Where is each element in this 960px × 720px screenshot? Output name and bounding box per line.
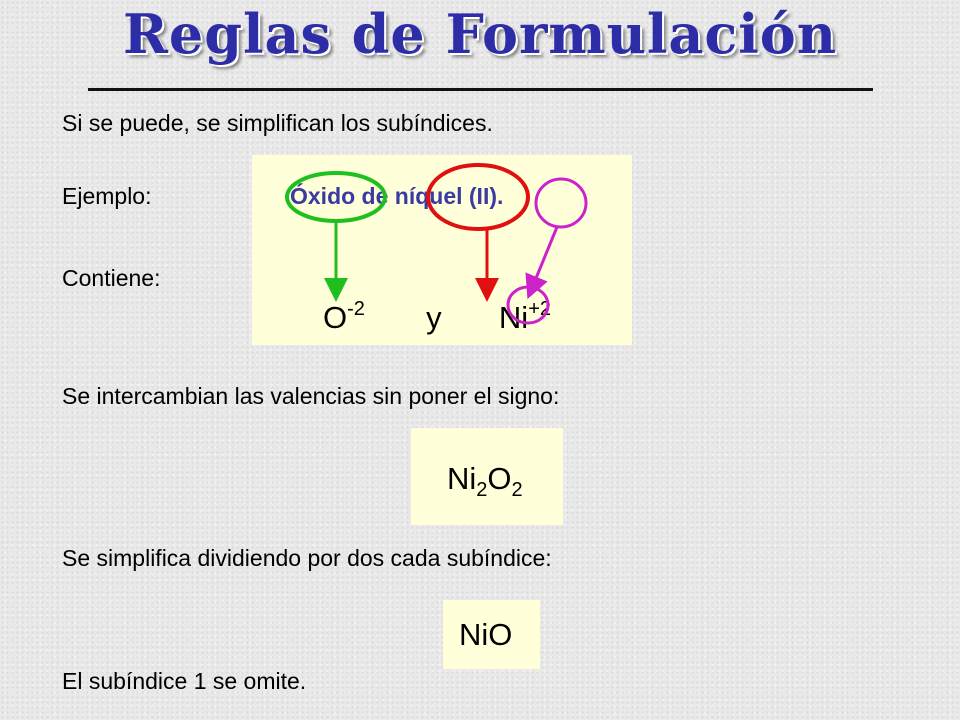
formula-simplified: NiO xyxy=(459,617,513,652)
example-box xyxy=(252,155,632,345)
formula-el1: Ni xyxy=(447,461,477,496)
rule-text: Si se puede, se simplifican los subíndic… xyxy=(62,110,493,136)
omit-text: El subíndice 1 se omite. xyxy=(62,668,307,694)
formula-box-exchanged xyxy=(411,428,563,525)
formula-box-simplified xyxy=(443,600,540,669)
formula-sub1: 2 xyxy=(476,479,488,501)
page-title: Reglas de Formulación xyxy=(122,2,838,66)
magenta-arrow xyxy=(525,226,559,300)
green-circle-oxido xyxy=(285,171,387,223)
oxygen-charge: -2 xyxy=(347,298,365,320)
title-underline xyxy=(88,88,873,91)
example-compound-name: Óxido de níquel (II). xyxy=(290,183,504,209)
formula-sub2: 2 xyxy=(511,479,523,501)
simplify-text: Se simplifica dividiendo por dos cada su… xyxy=(62,545,552,571)
contains-label: Contiene: xyxy=(62,265,161,291)
oxygen-symbol: O xyxy=(323,300,348,335)
red-circle-niquel xyxy=(426,163,530,231)
magenta-circle-valence xyxy=(534,177,588,229)
conjunction: y xyxy=(426,300,442,335)
magenta-circle-charge xyxy=(506,285,550,325)
example-label: Ejemplo: xyxy=(62,183,152,209)
formula-el2: O xyxy=(487,461,512,496)
formula-exchanged: Ni2O2 xyxy=(447,461,523,502)
exchange-text: Se intercambian las valencias sin poner … xyxy=(62,383,560,409)
